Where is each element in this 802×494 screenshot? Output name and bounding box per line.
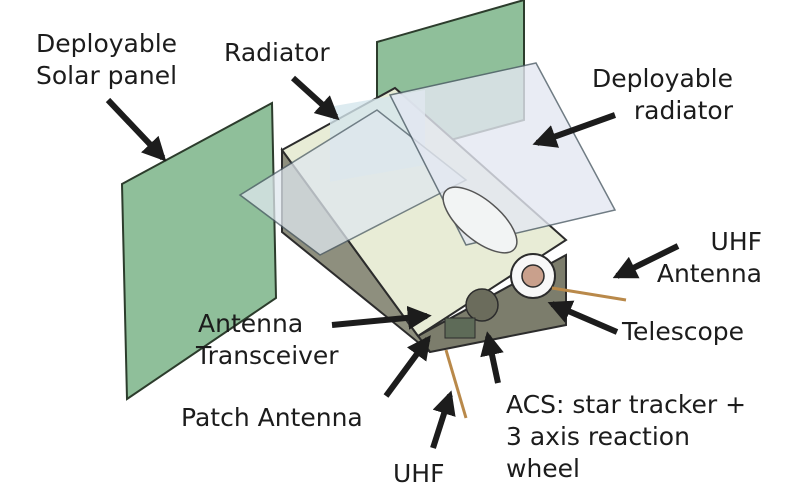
label-uhf-antenna: UHF Antenna [640, 226, 762, 290]
label-antenna-transceiver: Antenna Transceiver [196, 308, 339, 372]
label-radiator-text: Radiator [224, 38, 330, 67]
label-radiator: Radiator [224, 37, 330, 69]
label-solar-panel-line1: Deployable [36, 29, 178, 58]
telescope-barrel [442, 186, 518, 254]
label-acs: ACS: star tracker + 3 axis reaction whee… [506, 389, 746, 485]
left-solar-panel [120, 101, 278, 401]
label-uhf-antenna-line1: UHF [710, 227, 762, 256]
label-deployable-radiator-line2: radiator [633, 96, 733, 125]
label-acs-line2: 3 axis reaction [506, 422, 690, 451]
label-patch-antenna-text: Patch Antenna [181, 403, 363, 432]
arrow-solar-panel [105, 97, 167, 162]
arrow-uhf [430, 390, 456, 449]
label-uhf-antenna-line2: Antenna [656, 259, 762, 288]
label-solar-panel-line2: Solar panel [36, 61, 178, 90]
label-uhf: UHF [393, 458, 444, 490]
label-telescope-text: Telescope [622, 317, 745, 346]
arrow-telescope [547, 300, 619, 335]
arrow-deployable-radiator [532, 112, 617, 148]
arrow-acs [480, 331, 504, 384]
label-antenna-transceiver-line1: Antenna [198, 309, 304, 338]
uhf-whip-antenna [551, 286, 627, 302]
label-antenna-transceiver-line2: Transceiver [196, 341, 339, 370]
label-deployable-radiator-line1: Deployable [591, 64, 733, 93]
arrow-antenna-transceiver [331, 305, 432, 330]
label-telescope: Telescope [622, 316, 744, 348]
label-patch-antenna: Patch Antenna [181, 402, 363, 434]
arrow-uhf-antenna [612, 243, 680, 279]
arrow-patch-antenna [383, 335, 431, 398]
label-uhf-text: UHF [393, 459, 445, 488]
star-tracker [465, 288, 499, 322]
patch-antenna-element [444, 317, 476, 339]
uhf-bottom-antenna [444, 349, 468, 419]
arrow-radiator [290, 75, 340, 121]
label-solar-panel: Deployable Solar panel [36, 28, 177, 92]
label-acs-line3: wheel [506, 454, 580, 483]
label-acs-line1: ACS: star tracker + [506, 390, 747, 419]
label-deployable-radiator: Deployable radiator [583, 63, 733, 127]
